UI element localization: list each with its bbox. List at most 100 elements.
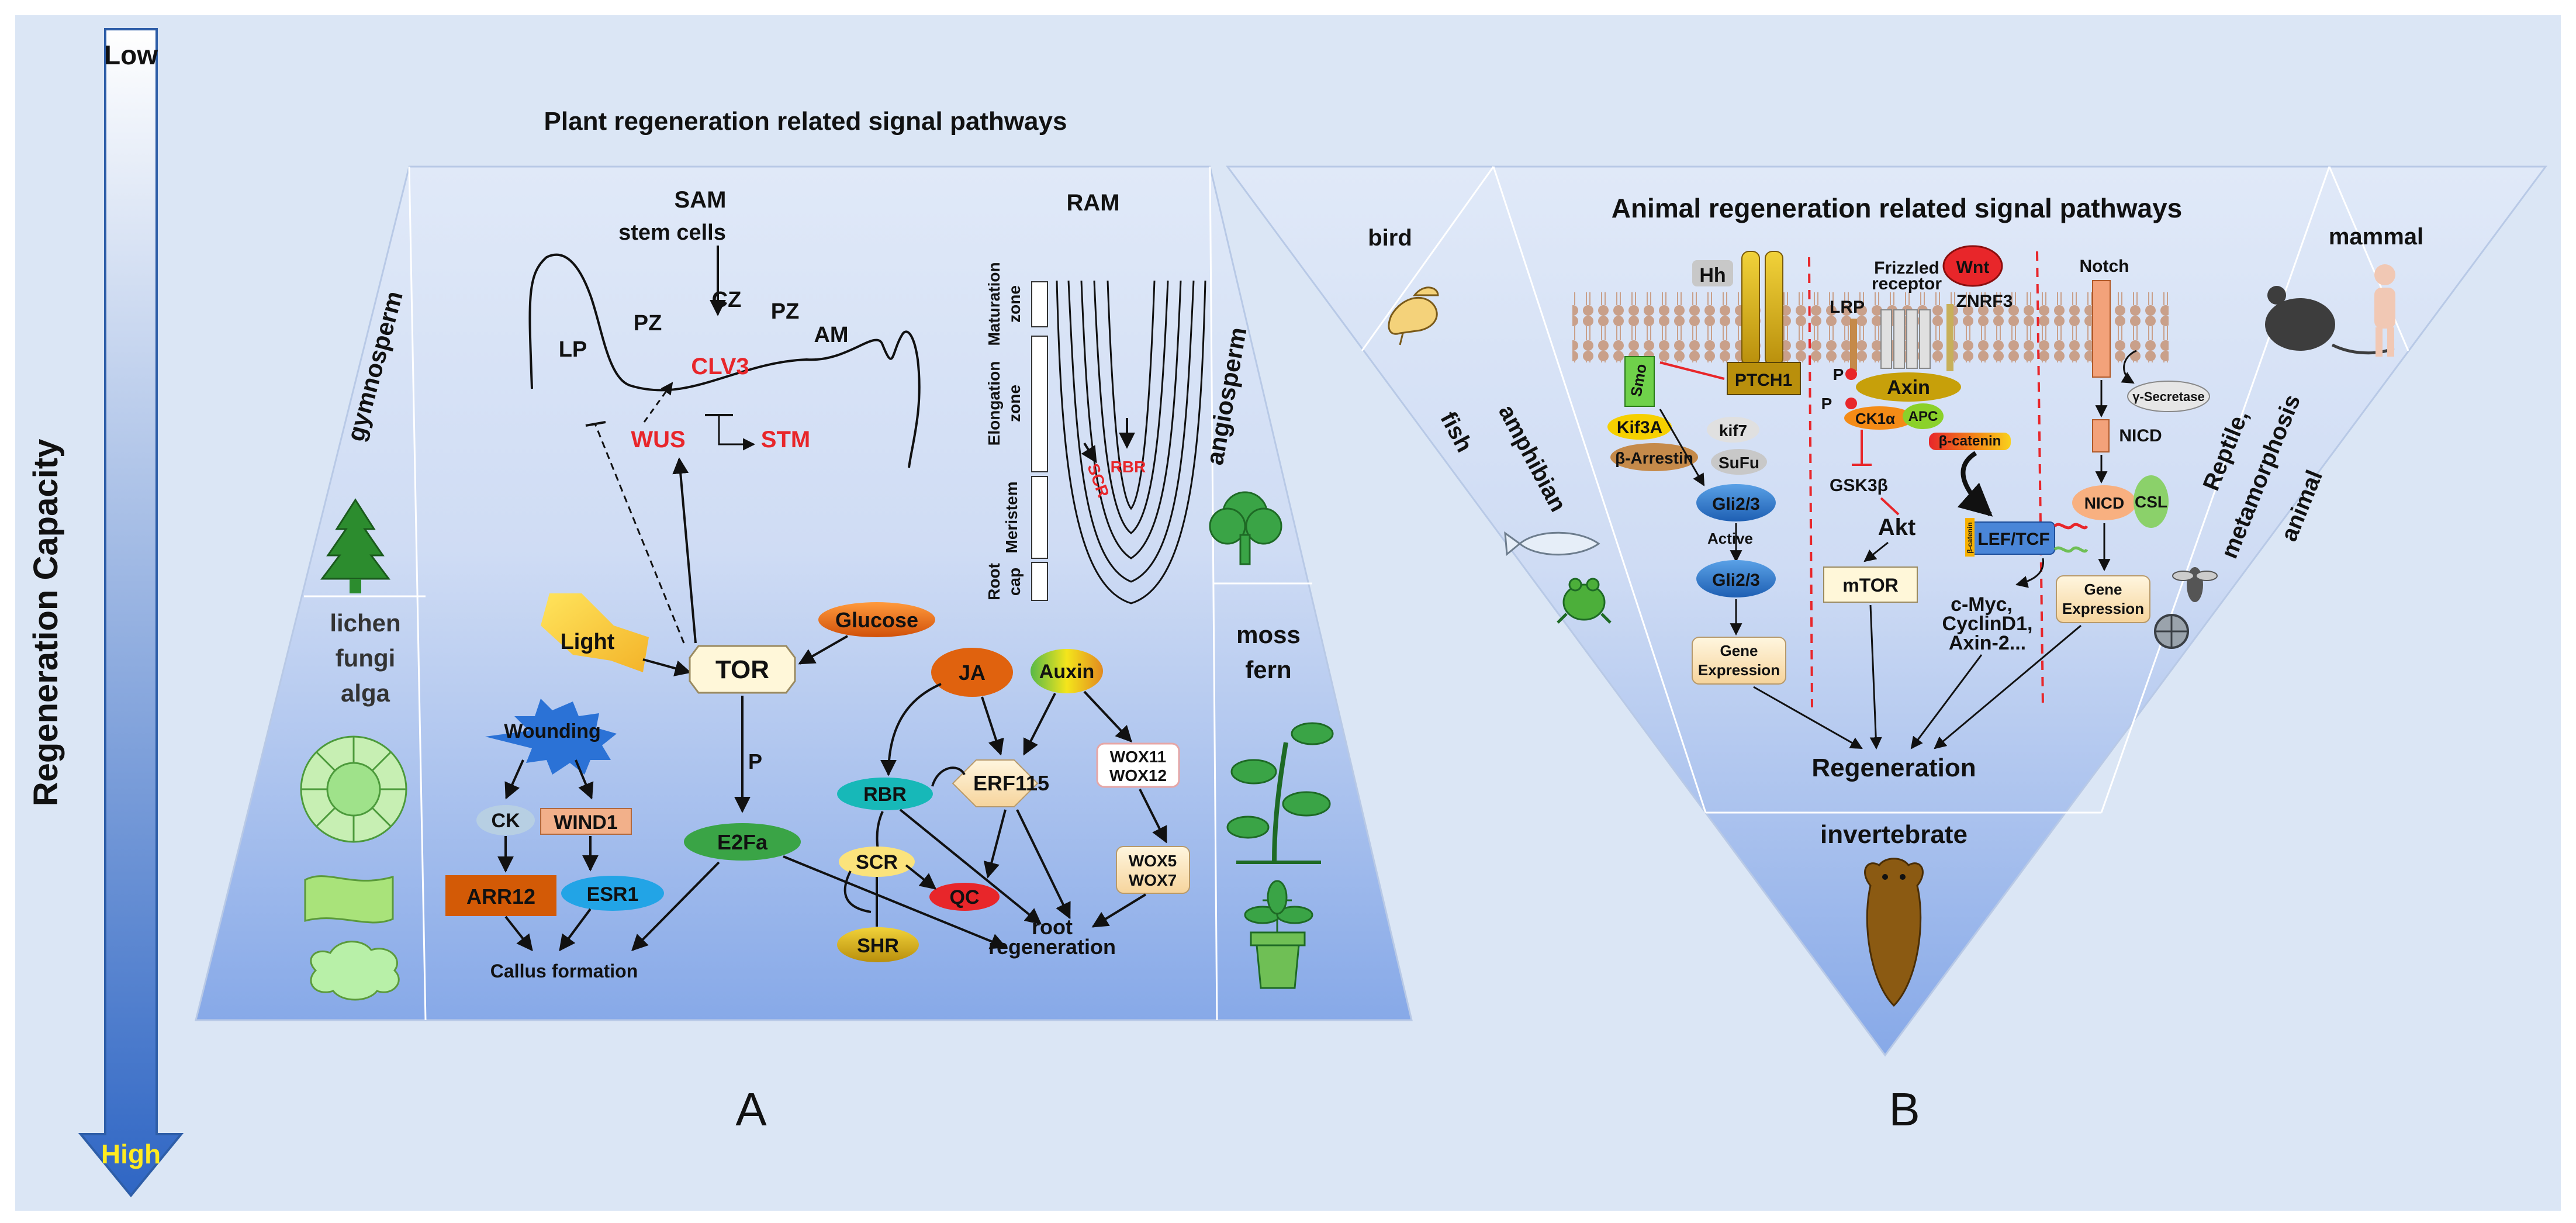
ck-label: CK	[491, 810, 520, 832]
qc-label: QC	[950, 886, 980, 908]
csl-node	[2134, 475, 2169, 528]
qc-node	[929, 883, 1000, 911]
axin-node	[1856, 372, 1961, 402]
mtor-box	[1823, 566, 1918, 603]
ptch1-box	[1727, 362, 1801, 395]
axis-low-label: Low	[104, 40, 158, 70]
ptch1-label: PTCH1	[1735, 371, 1792, 390]
wind1-box	[540, 808, 632, 835]
gli-bottom-label: Gli2/3	[1712, 571, 1760, 590]
root-regen-line2: regeneration	[988, 935, 1116, 959]
kif3a-node	[1607, 414, 1672, 440]
lichen-disc-icon	[300, 735, 407, 843]
invertebrate-label: invertebrate	[1820, 820, 1968, 849]
gene-expr-box-2	[2056, 575, 2150, 623]
p-label: P	[748, 749, 762, 773]
sufu-label: SuFu	[1719, 454, 1759, 472]
sam-outline	[528, 253, 921, 468]
light-label: Light	[561, 630, 615, 654]
scr-node	[839, 847, 915, 877]
ja-node	[931, 648, 1013, 697]
nicd-bottom-label: NICD	[2084, 494, 2124, 512]
bird-label: bird	[1368, 225, 1412, 251]
zone-rootcap-2: cap	[1005, 568, 1024, 596]
turtle-icon	[2154, 614, 2189, 649]
shr-label: SHR	[857, 935, 899, 957]
lichen-label: lichen	[330, 609, 400, 637]
planarian-icon	[1864, 858, 1924, 1007]
animal-triangle	[1226, 165, 2547, 1057]
wox5-7-box	[1116, 846, 1190, 894]
stem-cells-label: stem cells	[618, 220, 726, 245]
hh-label: Hh	[1699, 264, 1726, 286]
tor-label: TOR	[715, 655, 769, 684]
tor-box	[689, 645, 796, 694]
nicd-bottom-node	[2072, 485, 2136, 520]
cz-label: CZ	[712, 288, 742, 312]
gene-expr-box-1	[1692, 637, 1786, 685]
auxin-label: Auxin	[1039, 661, 1094, 683]
sam-label: SAM	[675, 187, 727, 213]
esr1-node	[561, 876, 664, 911]
fungi-label: fungi	[336, 644, 396, 672]
pz-right-label: PZ	[771, 299, 800, 324]
alga-icon	[310, 941, 400, 1001]
regeneration-label: Regeneration	[1811, 754, 1976, 782]
barrestin-node	[1610, 443, 1698, 471]
fern-label: fern	[1245, 656, 1291, 683]
tree-icon	[320, 498, 390, 593]
cell-membrane	[1572, 292, 2169, 362]
axis-title: Regeneration Capacity	[27, 439, 65, 807]
mouse-icon	[2265, 286, 2395, 355]
esr1-label: ESR1	[587, 883, 639, 906]
erf115-label: ERF115	[973, 771, 1049, 795]
gli-top-label: Gli2/3	[1712, 495, 1760, 514]
ja-label: JA	[959, 661, 986, 685]
e2fa-label: E2Fa	[717, 830, 768, 854]
insect-icon	[2172, 567, 2218, 602]
fungi-icon	[304, 875, 394, 924]
sufu-node	[1711, 449, 1767, 475]
lrp-label: LRP	[1830, 298, 1865, 317]
potted-plant-icon	[1244, 880, 1313, 989]
ram-diagram: Maturation zone Elongation zone Meristem…	[985, 262, 1206, 604]
clv3-label: CLV3	[691, 354, 749, 379]
scr-label: SCR	[856, 851, 898, 873]
zone-rootcap-1: Root	[985, 563, 1003, 600]
gene-expr-1-line2: Expression	[1698, 661, 1780, 679]
frizzled-line1: Frizzled	[1874, 258, 1939, 278]
seedling-icon	[1226, 722, 1334, 864]
glucose-node	[818, 602, 935, 637]
zone-elongation-2: zone	[1005, 385, 1024, 422]
gsk3b-label: GSK3β	[1830, 476, 1888, 495]
capacity-arrow	[78, 28, 184, 1198]
rbr-node	[837, 778, 933, 810]
axin-label: Axin	[1887, 376, 1930, 399]
kif7-label: kif7	[1719, 422, 1747, 440]
auxin-node	[1031, 649, 1103, 693]
frog-icon	[1557, 578, 1612, 624]
nicd-top-label: NICD	[2119, 426, 2162, 445]
broadleaf-tree-icon	[1209, 491, 1282, 565]
wnt-node	[1942, 245, 2003, 287]
pz-left-label: PZ	[634, 311, 662, 336]
shr-node	[837, 927, 919, 962]
ck-node	[476, 805, 535, 835]
bcat-small-label: β-catenin	[1966, 522, 1974, 553]
callus-label: Callus formation	[490, 961, 638, 982]
ram-label: RAM	[1066, 190, 1119, 216]
capacity-axis: Low High Regeneration Capacity	[27, 28, 184, 1198]
cyclind1-label: CyclinD1,	[1942, 613, 2033, 635]
wox11-12-box	[1096, 742, 1180, 788]
gli-bottom-node	[1696, 560, 1776, 597]
apc-label: APC	[1908, 409, 1938, 424]
akt-label: Akt	[1878, 514, 1915, 540]
human-icon	[2374, 264, 2395, 357]
gene-expr-1-line1: Gene	[1720, 642, 1758, 659]
plant-title: Plant regeneration related signal pathwa…	[544, 107, 1067, 136]
wox11-label: WOX11	[1110, 748, 1166, 766]
axis-high-label: High	[101, 1139, 161, 1169]
wnt-label: Wnt	[1956, 258, 1990, 277]
